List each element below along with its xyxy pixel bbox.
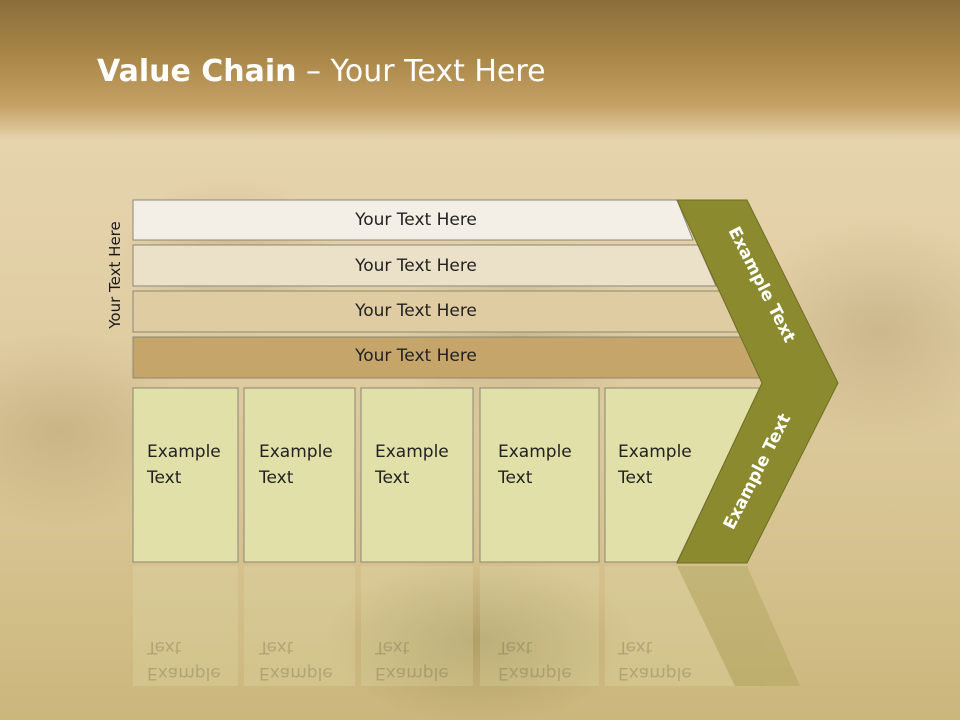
column-label-5-line1: Example [618, 442, 692, 462]
reflection-label-2: Example Text [259, 634, 333, 686]
reflection-label-4-line2: Text [498, 637, 533, 657]
reflection-label-5-line1: Example [618, 663, 692, 683]
reflection-label-4: Example Text [498, 634, 572, 686]
column-label-4-line1: Example [498, 442, 572, 462]
row-shape-1 [132, 199, 694, 241]
reflection-label-2-line1: Example [259, 663, 333, 683]
column-shape-1 [132, 387, 239, 563]
column-label-4-line2: Text [498, 468, 533, 488]
row-label-3: Your Text Here [355, 301, 477, 321]
reflection [133, 566, 800, 686]
reflection-label-3-line2: Text [375, 637, 410, 657]
reflection-label-1-line2: Text [147, 637, 182, 657]
column-shape-2 [243, 387, 356, 563]
title-bar [0, 0, 960, 140]
slide-title: Value Chain – Your Text Here [97, 54, 546, 89]
reflection-label-2-line2: Text [259, 637, 294, 657]
reflection-label-1: Example Text [147, 634, 221, 686]
reflection-label-4-line1: Example [498, 663, 572, 683]
reflection-label-3-line1: Example [375, 663, 449, 683]
row-label-4: Your Text Here [355, 346, 477, 366]
row-shape-2 [132, 244, 717, 287]
title-rest: – Your Text Here [296, 54, 546, 89]
column-shape-4 [479, 387, 600, 563]
chevron-arrow [676, 199, 839, 564]
column-label-3-line1: Example [375, 442, 449, 462]
column-shape-3 [360, 387, 474, 563]
column-label-2-line1: Example [259, 442, 333, 462]
column-label-2-line2: Text [259, 468, 294, 488]
title-bold: Value Chain [97, 54, 297, 89]
column-label-1-line2: Text [147, 468, 182, 488]
reflection-label-1-line1: Example [147, 663, 221, 683]
row-label-1: Your Text Here [355, 210, 477, 230]
reflection-label-5-line2: Text [618, 637, 653, 657]
reflection-label-5: Example Text [618, 634, 692, 686]
row-label-2: Your Text Here [355, 256, 477, 276]
column-label-1-line1: Example [147, 442, 221, 462]
column-label-5-line2: Text [618, 468, 653, 488]
column-label-3-line2: Text [375, 468, 410, 488]
reflection-label-3: Example Text [375, 634, 449, 686]
